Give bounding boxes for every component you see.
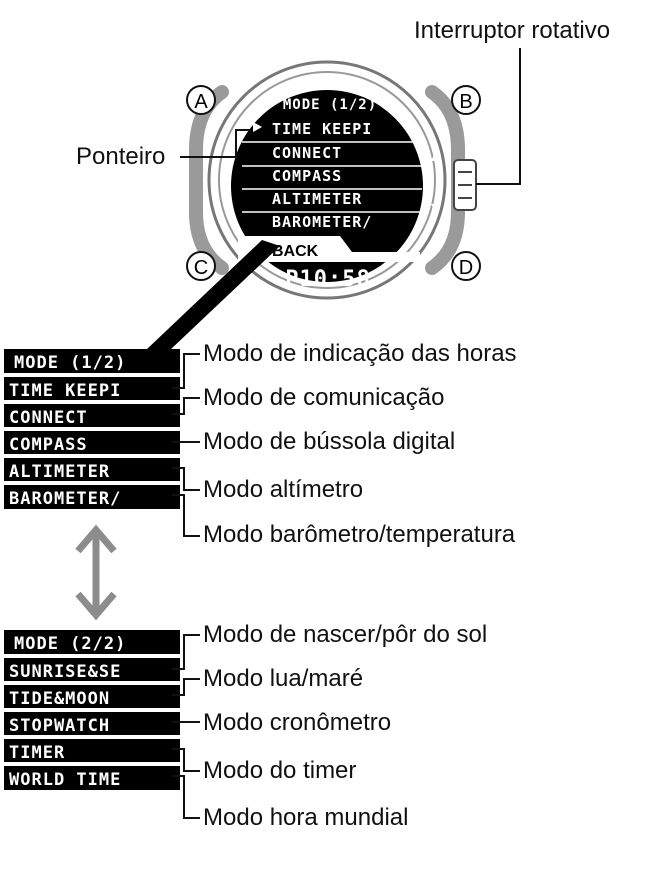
pointer-label: Ponteiro	[76, 143, 166, 170]
label-timer: Modo do timer	[203, 757, 357, 784]
back-strip	[238, 236, 420, 262]
label-stopwatch: Modo cronômetro	[203, 709, 392, 736]
zoom-wedge	[146, 240, 280, 350]
screen-time: P10:58	[285, 267, 370, 292]
scroll-down-icon	[431, 204, 439, 212]
button-a: A	[186, 85, 216, 115]
button-b: B	[451, 85, 481, 115]
label-compass: Modo de bússola digital	[203, 428, 456, 455]
menu2-item-0: SUNRISE&SE	[9, 662, 121, 682]
scroll-up-icon	[431, 153, 439, 161]
menu2-item-3: TIMER	[9, 743, 65, 763]
screen-pointer-icon	[253, 122, 262, 132]
screen-header: MODE (1/2)	[283, 97, 377, 113]
label-timekeeping: Modo de indicação das horas	[203, 340, 517, 367]
rotary-switch-leader	[476, 48, 521, 185]
menu2-item-1: TIDE&MOON	[9, 689, 110, 709]
switch-arrow-icon	[75, 524, 117, 621]
label-connect: Modo de comunicação	[203, 384, 445, 411]
label-barometer: Modo barômetro/temperatura	[203, 521, 516, 548]
menu2-item-2: STOPWATCH	[9, 716, 110, 736]
screen-item-compass: COMPASS	[272, 167, 342, 185]
menu1-item-1: CONNECT	[9, 408, 88, 428]
button-d: D	[451, 251, 481, 281]
pointer-leader	[180, 129, 250, 158]
svg-text:B: B	[459, 91, 472, 113]
screen-back: BACK	[272, 243, 319, 260]
rotary-switch-label: Interruptor rotativo	[414, 17, 611, 44]
menu1-item-0: TIME KEEPI	[9, 381, 121, 401]
button-c: C	[186, 251, 216, 281]
screen-item-barometer: BAROMETER/	[272, 213, 372, 231]
menu-page-2: MODE (2/2) SUNRISE&SE TIDE&MOON STOPWATC…	[4, 630, 180, 790]
svg-text:A: A	[194, 91, 208, 113]
watch-display	[231, 90, 423, 282]
screen-item-altimeter: ALTIMETER	[272, 190, 362, 208]
screen-selected-item: TIME KEEPI	[272, 120, 372, 138]
menu2-item-4: WORLD TIME	[9, 770, 121, 790]
label-sunrise: Modo de nascer/pôr do sol	[203, 621, 488, 648]
menu-page-1: MODE (1/2) TIME KEEPI CONNECT COMPASS AL…	[4, 349, 180, 509]
screen-item-connect: CONNECT	[272, 144, 342, 162]
label-worldtime: Modo hora mundial	[203, 804, 409, 831]
label-altimeter: Modo altímetro	[203, 476, 364, 503]
svg-text:C: C	[194, 257, 208, 279]
menu1-item-2: COMPASS	[9, 435, 88, 455]
label-tidemoon: Modo lua/maré	[203, 665, 364, 692]
menu1-item-4: BAROMETER/	[9, 489, 121, 509]
menu2-header: MODE (2/2)	[14, 634, 126, 654]
menu1-leaders	[172, 353, 200, 537]
menu2-leaders	[172, 634, 200, 819]
svg-text:D: D	[459, 257, 473, 279]
menu1-header: MODE (1/2)	[14, 353, 126, 373]
menu1-item-3: ALTIMETER	[9, 462, 110, 482]
watch: MODE (1/2) TIME KEEPI CONNECT COMPASS AL…	[186, 60, 481, 300]
